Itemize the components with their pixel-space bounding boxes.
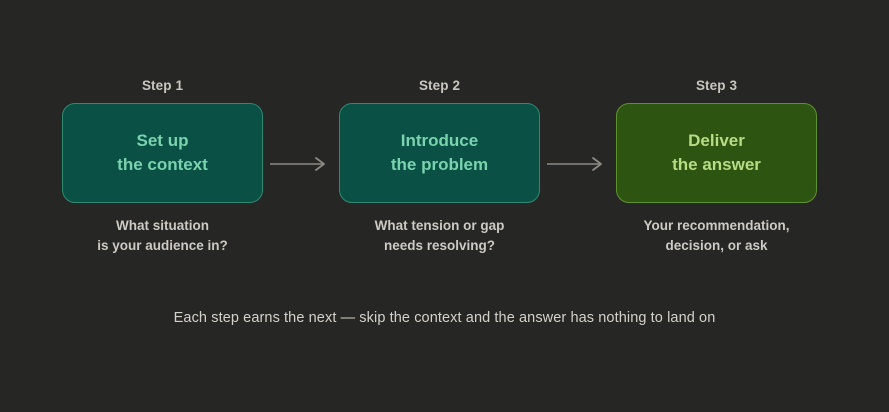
step-3-title-line1: Deliver xyxy=(688,130,745,150)
arrow-step1-to-step2 xyxy=(270,157,325,171)
step-1-label: Step 1 xyxy=(141,78,184,93)
summary-note: Each step earns the next — skip the cont… xyxy=(173,310,716,326)
step-1-box: Set up the context xyxy=(62,103,263,203)
step-2-caption-line2: needs resolving? xyxy=(383,238,496,254)
step-3-title-line2: the answer xyxy=(672,155,761,174)
step-3-label: Step 3 xyxy=(695,78,738,93)
step-1-caption-line2: is your audience in? xyxy=(97,238,228,254)
step-1: Step 1 Set up the context What situation… xyxy=(62,78,263,257)
step-1-caption: What situation is your audience in? xyxy=(97,216,228,257)
step-2-title-line2: the problem xyxy=(390,155,489,174)
step-2: Step 2 Introduce the problem What tensio… xyxy=(339,78,540,257)
step-2-box: Introduce the problem xyxy=(339,103,540,203)
step-2-label: Step 2 xyxy=(418,78,461,93)
step-2-caption-line1: What tension or gap xyxy=(374,218,505,233)
step-3-caption-line1: Your recommendation, xyxy=(643,218,790,233)
step-3-caption: Your recommendation, decision, or ask xyxy=(643,216,789,257)
step-2-title-line1: Introduce xyxy=(400,130,479,150)
step-2-caption: What tension or gap needs resolving? xyxy=(375,216,505,257)
step-1-title-line1: Set up xyxy=(136,130,189,150)
step-1-title-line2: the context xyxy=(117,155,208,174)
step-3-caption-line2: decision, or ask xyxy=(665,238,768,254)
step-3-box: Deliver the answer xyxy=(616,103,817,203)
arrow-step2-to-step3 xyxy=(547,157,602,171)
step-flow: Step 1 Set up the context What situation… xyxy=(62,78,817,257)
step-1-caption-line1: What situation xyxy=(116,218,209,233)
step-3: Step 3 Deliver the answer Your recommend… xyxy=(616,78,817,257)
